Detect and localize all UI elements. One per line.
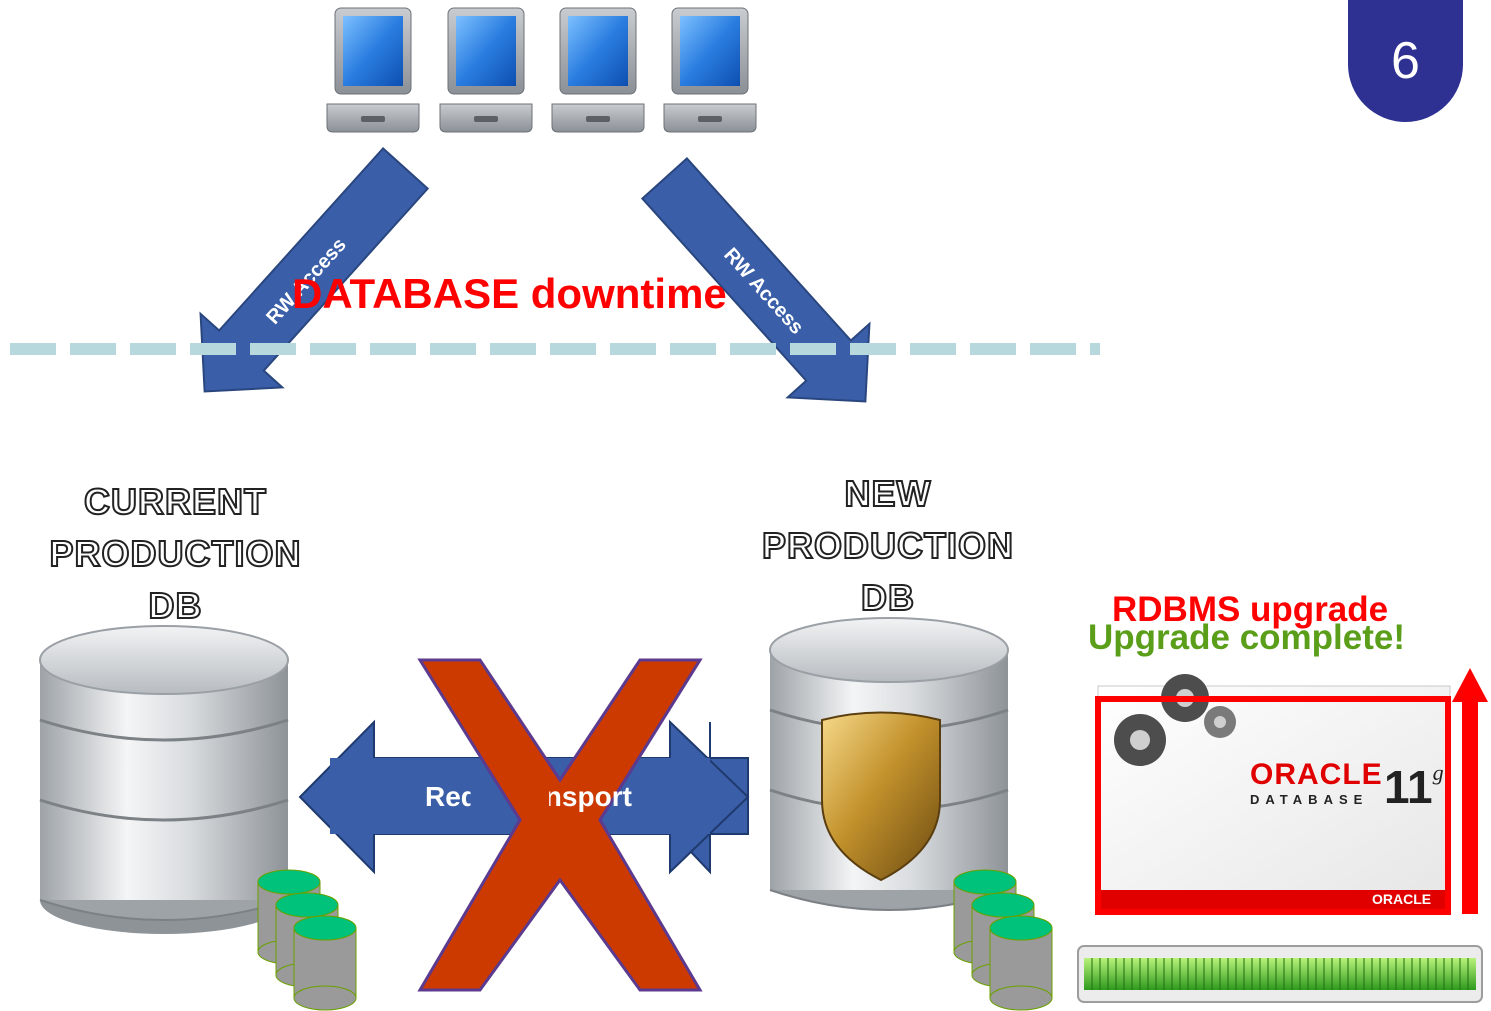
current-db-label-line3: DB [148,584,203,627]
current-db-label-line1: CURRENT [83,480,267,523]
new-db-label: NEW PRODUCTION DB [752,468,1024,624]
laptop-icon [663,7,757,133]
new-db-label-line3: DB [860,576,915,619]
new-db-label-line1: NEW [844,472,932,515]
oracle-version: 11g [1384,760,1444,814]
broken-transport-cross-icon [417,658,703,992]
oracle-brand-text: ORACLE [1250,758,1383,791]
rdbms-upgrade-label: RDBMS upgrade [1112,590,1389,629]
laptop-icon [326,7,420,133]
oracle-logo: ORACLE DATABASE [1250,758,1383,807]
oracle-product-text: DATABASE [1250,792,1369,807]
database-downtime-label: DATABASE downtime [292,270,727,317]
new-db-label-line2: PRODUCTION [761,524,1014,567]
disk-stack-icon-right [953,869,1053,1011]
progress-bar-fill [1084,958,1476,990]
step-number-badge: 6 [1348,0,1463,122]
oracle-footer-text: ORACLE [1372,891,1432,907]
current-db-label-line2: PRODUCTION [49,532,302,575]
client-laptops [326,7,757,133]
oracle-version-suffix: g [1432,760,1444,785]
upgrade-direction-arrow [1452,668,1488,914]
upgrade-highlight-frame [1095,696,1451,915]
new-db-icon [769,617,1009,911]
oracle-splash-window [1097,674,1451,912]
upgrade-complete-label: Upgrade complete! [1088,618,1405,657]
oracle-version-number: 11 [1384,761,1433,813]
disk-stack-icon-left [257,869,357,1011]
laptop-icon [439,7,533,133]
shield-icon [821,711,941,882]
current-db-label: CURRENT PRODUCTION DB [38,476,313,632]
laptop-icon [551,7,645,133]
current-db-icon [39,625,289,934]
